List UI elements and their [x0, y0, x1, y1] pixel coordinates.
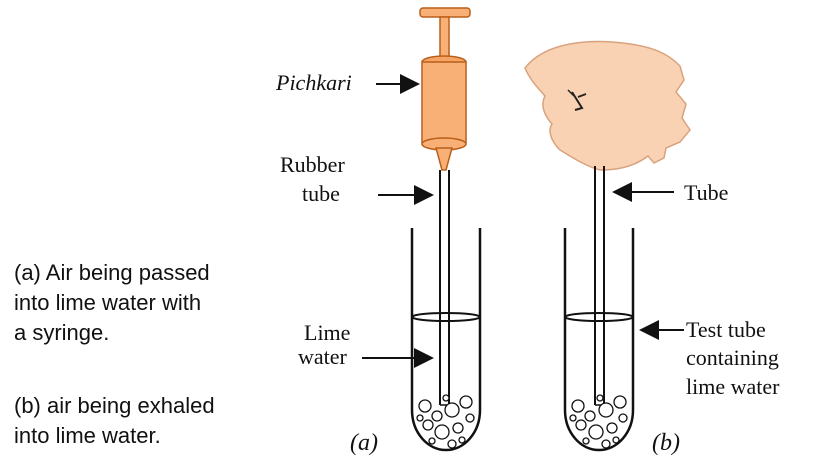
face-exhaling	[524, 40, 691, 171]
label-rubber-line2: tube	[302, 181, 340, 206]
label-testtube-line1: Test tube	[686, 317, 766, 342]
tube-b	[594, 166, 605, 406]
caption-b: (b) air being exhaled into lime water.	[14, 391, 215, 451]
face-shape	[524, 40, 691, 171]
label-lime-line2: water	[298, 344, 348, 369]
label-testtube-line3: lime water	[686, 374, 780, 399]
label-rubber-line1: Rubber	[280, 152, 345, 177]
label-tube: Tube	[684, 180, 728, 205]
caption-a-line3: a syringe.	[14, 319, 110, 345]
syringe-nozzle	[435, 147, 453, 171]
syringe-handle	[419, 7, 471, 18]
test-tube-a	[410, 228, 482, 452]
caption-b-line1: (b) air being exhaled	[14, 393, 215, 418]
syringe-plunger-rod	[439, 16, 450, 58]
figure-label-a: (a)	[350, 430, 378, 456]
label-testtube-line2: containing	[686, 345, 779, 370]
caption-b-line2: into lime water.	[14, 422, 161, 448]
caption-a-line1: (a) Air being passed	[14, 260, 210, 285]
test-tube-b	[563, 228, 635, 452]
caption-a-line2: into lime water with	[14, 289, 202, 315]
figure-label-b: (b)	[652, 430, 680, 456]
label-lime-line1: Lime	[304, 320, 350, 345]
bubbles-a	[416, 394, 475, 449]
bubbles-b	[569, 394, 628, 449]
caption-a: (a) Air being passed into lime water wit…	[14, 258, 210, 348]
label-pichkari: Pichkari	[275, 70, 352, 95]
syringe-barrel	[421, 61, 467, 145]
rubber-tube-a	[439, 170, 450, 406]
pichkari-syringe	[419, 7, 471, 171]
